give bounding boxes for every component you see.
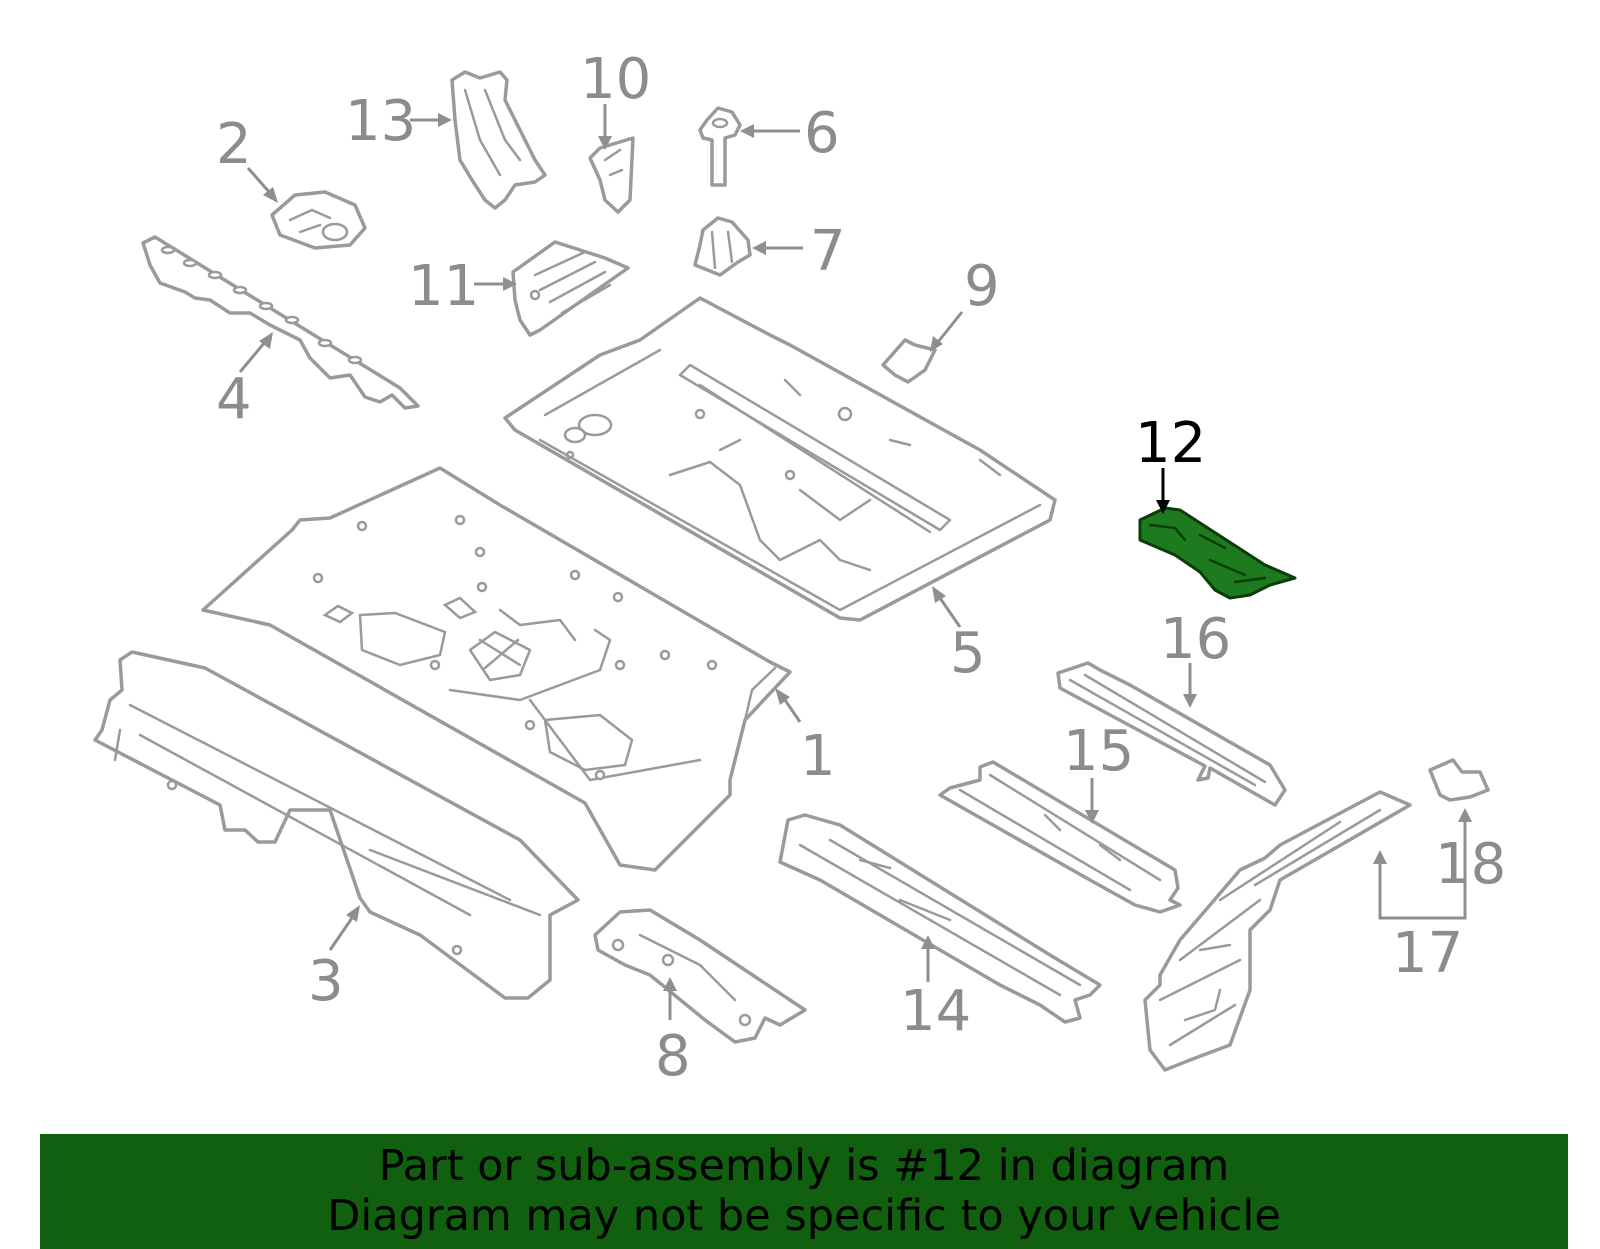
callout-3: 3 [308,949,344,1014]
callout-8: 8 [655,1024,691,1089]
part-8-bracket[interactable] [593,908,807,1044]
part-12-crossmember-highlighted[interactable] [1138,506,1297,600]
callout-1: 1 [800,724,836,789]
part-9-clip[interactable] [881,338,937,384]
callout-13: 13 [345,89,416,154]
part-6-stud-bracket[interactable] [698,106,742,187]
callout-17: 17 [1392,921,1463,986]
callout-18: 18 [1435,832,1506,897]
part-14-side-member[interactable] [778,813,1102,1024]
info-banner: Part or sub-assembly is #12 in diagram D… [40,1134,1568,1249]
callout-5: 5 [950,621,986,686]
part-18-bracket[interactable] [1428,758,1490,802]
callout-10: 10 [580,47,651,112]
part-16-member[interactable] [1056,661,1287,807]
part-5-rear-floor-pan[interactable] [503,296,1057,622]
part-10-bracket[interactable] [588,136,635,214]
callout-2: 2 [216,112,252,177]
part-7-mount-bracket[interactable] [693,216,752,277]
callout-6: 6 [804,101,840,166]
leader-lines [238,104,1472,1020]
part-1-front-floor-pan[interactable] [201,466,792,872]
part-15-member[interactable] [938,760,1182,914]
part-13-bracket[interactable] [450,70,547,210]
callout-9: 9 [964,254,1000,319]
callout-labels: 1 2 3 4 5 6 7 8 9 10 11 12 13 14 15 16 1… [216,47,1506,1089]
banner-line-1: Part or sub-assembly is #12 in diagram [378,1141,1230,1191]
callout-11: 11 [408,254,479,319]
part-3-dash-panel[interactable] [93,650,580,1000]
callout-14: 14 [900,979,971,1044]
callout-4: 4 [216,367,252,432]
banner-line-2: Diagram may not be specific to your vehi… [327,1191,1281,1241]
callout-12: 12 [1135,411,1206,476]
part-17-rear-side-member[interactable] [1143,790,1412,1072]
part-11-heat-shield[interactable] [511,240,630,337]
callout-7: 7 [810,219,846,284]
part-4-rail[interactable] [141,235,420,410]
callout-15: 15 [1063,719,1134,784]
callout-16: 16 [1160,607,1231,672]
part-2-plate[interactable] [270,190,367,250]
